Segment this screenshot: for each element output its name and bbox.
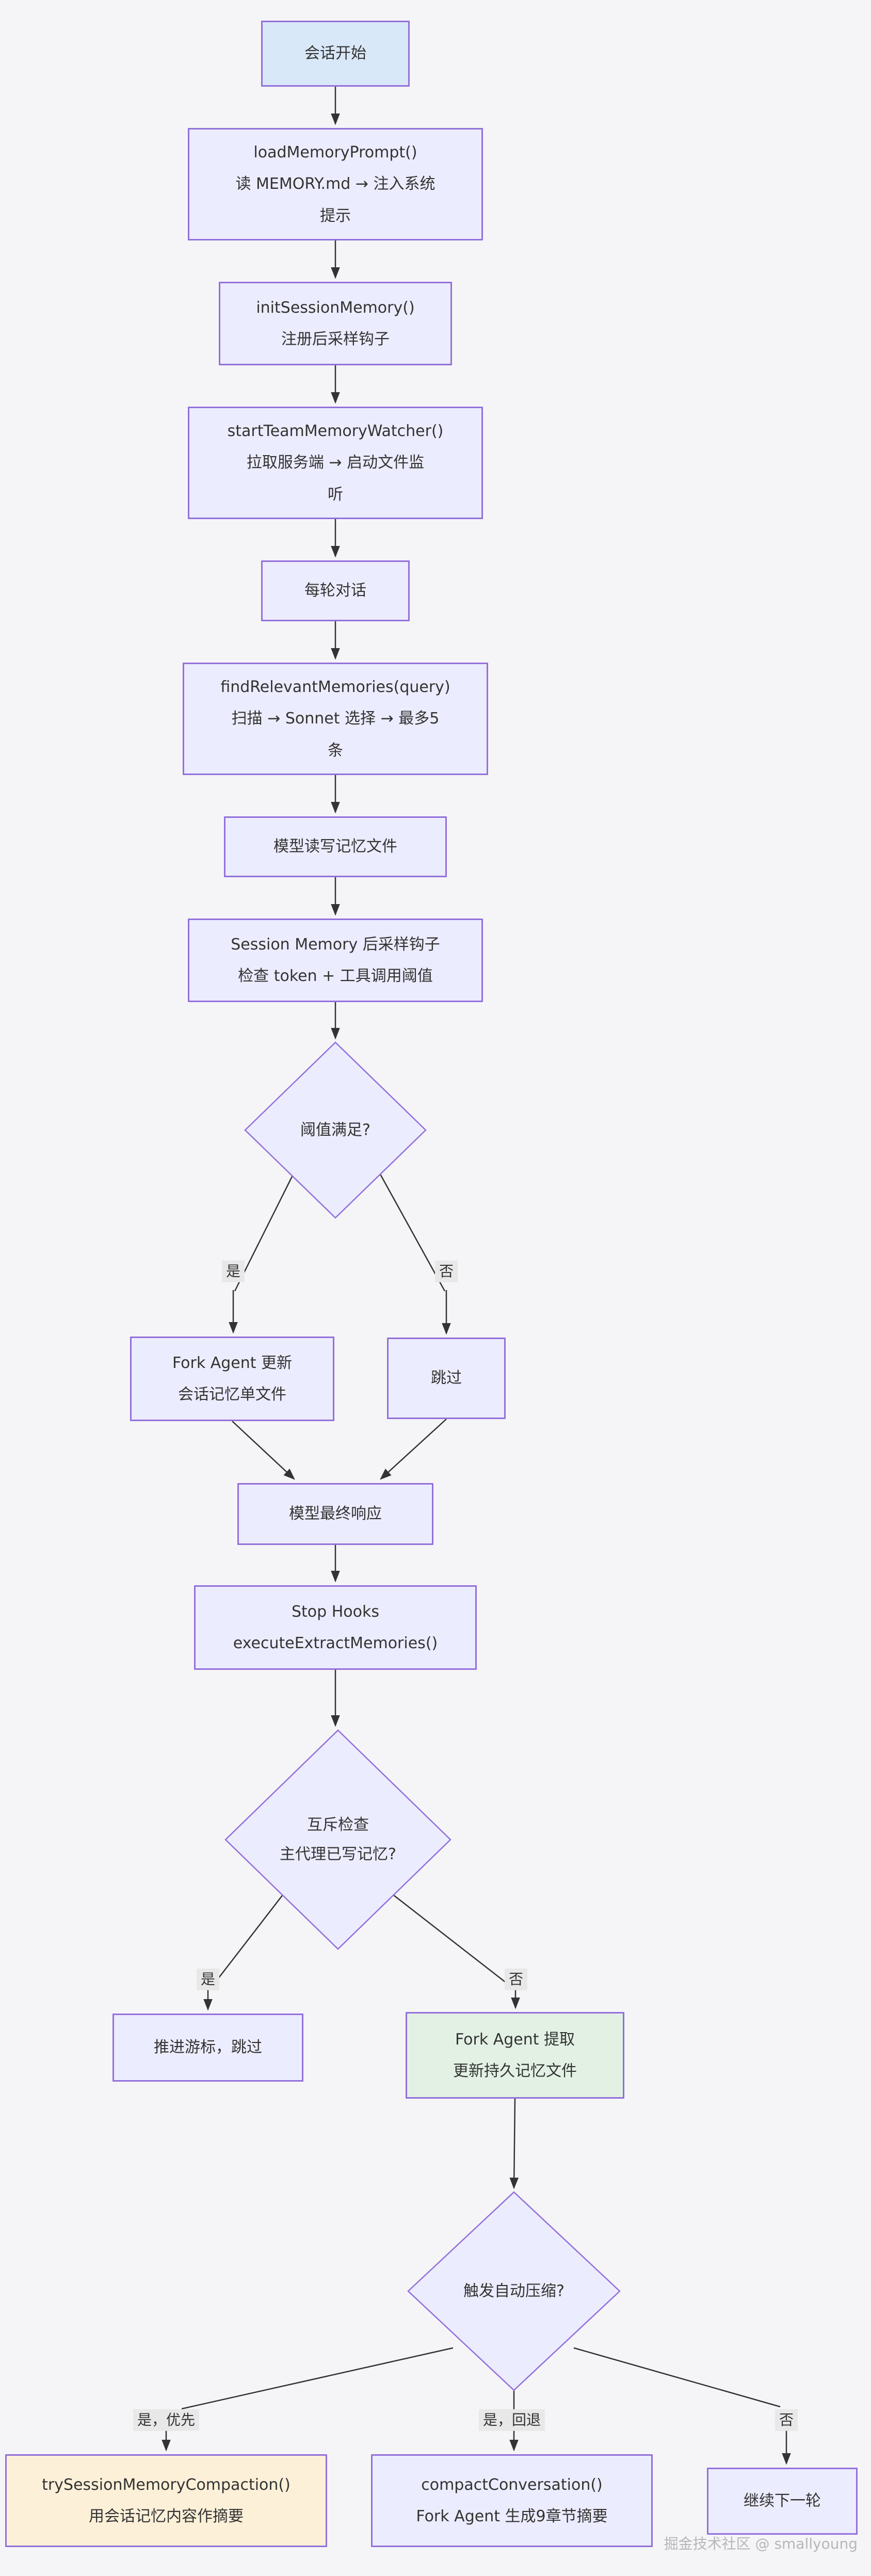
decision-threshold-met-label: 阈值满足? xyxy=(300,1121,370,1139)
node-text: initSessionMemory() xyxy=(256,298,415,317)
node-text: startTeamMemoryWatcher() xyxy=(227,422,444,440)
node-text: executeExtractMemories() xyxy=(233,1634,438,1652)
edge-label-d3-yes-fallback: 是，回退 xyxy=(478,2409,545,2432)
node-skip: 跳过 xyxy=(387,1338,506,1419)
node-continue-next-turn: 继续下一轮 xyxy=(707,2468,858,2535)
edge-label-d1-yes: 是 xyxy=(221,1260,245,1283)
node-text: 会话记忆单文件 xyxy=(178,1386,286,1404)
node-text: Fork Agent 生成9章节摘要 xyxy=(416,2507,608,2525)
node-session-start: 会话开始 xyxy=(261,21,410,87)
node-text: loadMemoryPrompt() xyxy=(253,143,417,162)
node-text: findRelevantMemories(query) xyxy=(220,678,450,696)
node-text: 用会话记忆内容作摘要 xyxy=(89,2507,244,2525)
node-each-turn: 每轮对话 xyxy=(261,560,410,621)
node-compact-conversation: compactConversation() Fork Agent 生成9章节摘要 xyxy=(371,2454,653,2547)
edge-label-d1-no: 否 xyxy=(434,1260,458,1283)
node-text: 检查 token + 工具调用阈值 xyxy=(238,967,433,985)
node-stop-hooks: Stop Hooks executeExtractMemories() xyxy=(194,1585,477,1670)
node-load-memory-prompt: loadMemoryPrompt() 读 MEMORY.md → 注入系统 提示 xyxy=(188,128,483,240)
node-text: Fork Agent 更新 xyxy=(172,1354,293,1372)
watermark: 掘金技术社区 @ smallyoung xyxy=(664,2535,858,2552)
node-text: 拉取服务端 → 启动文件监 xyxy=(246,454,425,472)
decision-auto-compact-label: 触发自动压缩? xyxy=(463,2282,564,2300)
edge-label-d3-yes-first: 是，优先 xyxy=(133,2409,200,2432)
node-text: 听 xyxy=(328,485,343,504)
node-text: 读 MEMORY.md → 注入系统 xyxy=(235,175,436,194)
node-try-session-memory-compaction: trySessionMemoryCompaction() 用会话记忆内容作摘要 xyxy=(5,2454,327,2547)
node-fork-agent-extract-persistent-memory: Fork Agent 提取 更新持久记忆文件 xyxy=(406,2012,624,2099)
decision-threshold-met-shape xyxy=(244,1041,427,1219)
node-find-relevant-memories: findRelevantMemories(query) 扫描 → Sonnet … xyxy=(183,663,488,775)
node-text: 扫描 → Sonnet 选择 → 最多5 xyxy=(231,710,440,728)
decision-auto-compact-shape xyxy=(407,2191,621,2391)
node-session-memory-hook: Session Memory 后采样钩子 检查 token + 工具调用阈值 xyxy=(188,919,483,1002)
edge-label-d3-no: 否 xyxy=(775,2409,798,2432)
node-init-session-memory: initSessionMemory() 注册后采样钩子 xyxy=(219,282,452,365)
node-advance-cursor-skip: 推进游标，跳过 xyxy=(112,2014,303,2082)
node-text: 跳过 xyxy=(431,1369,462,1388)
node-start-team-memory-watcher: startTeamMemoryWatcher() 拉取服务端 → 启动文件监 听 xyxy=(188,407,483,519)
node-text: 注册后采样钩子 xyxy=(281,330,390,348)
decision-mutex-check-label: 互斥检查 主代理已写记忆? xyxy=(280,1816,396,1863)
node-text: 推进游标，跳过 xyxy=(154,2038,262,2057)
node-text: 每轮对话 xyxy=(304,582,366,600)
node-model-final-response: 模型最终响应 xyxy=(237,1483,433,1545)
node-text: 更新持久记忆文件 xyxy=(453,2062,577,2080)
node-model-read-write-memory: 模型读写记忆文件 xyxy=(224,816,447,877)
node-text: 模型最终响应 xyxy=(289,1505,382,1523)
node-text: Fork Agent 提取 xyxy=(455,2030,575,2049)
node-text: trySessionMemoryCompaction() xyxy=(42,2475,291,2494)
edge-label-d2-no: 否 xyxy=(504,1968,528,1991)
node-fork-agent-update-session-memory: Fork Agent 更新 会话记忆单文件 xyxy=(130,1337,334,1421)
node-text: 条 xyxy=(328,741,343,760)
node-text: compactConversation() xyxy=(421,2475,603,2494)
node-text: 会话开始 xyxy=(304,44,366,63)
node-text: 提示 xyxy=(320,206,351,225)
decision-mutex-check-shape xyxy=(224,1729,451,1950)
node-text: 模型读写记忆文件 xyxy=(273,838,397,856)
node-text: 继续下一轮 xyxy=(744,2492,821,2510)
edge-label-d2-yes: 是 xyxy=(196,1968,220,1991)
node-text: Session Memory 后采样钩子 xyxy=(231,935,440,954)
node-text: Stop Hooks xyxy=(291,1602,379,1621)
